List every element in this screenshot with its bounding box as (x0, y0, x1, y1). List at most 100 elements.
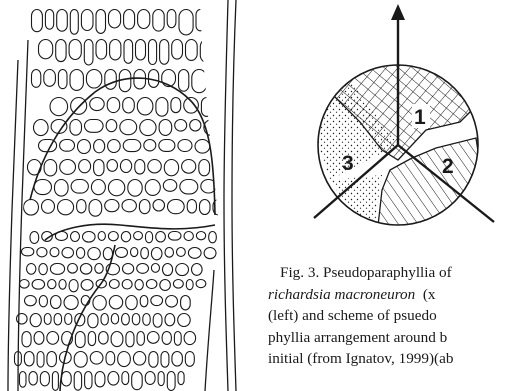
leaf-cell (50, 98, 68, 116)
leaf-cell (116, 248, 128, 258)
leaf-cell (30, 232, 39, 244)
leaf-cell (39, 296, 47, 307)
leaf-cell (79, 160, 91, 173)
leaf-cell (44, 70, 56, 87)
leaf-cell (83, 232, 96, 243)
leaf-cell (156, 98, 168, 117)
leaf-cell (192, 70, 207, 93)
leaf-cell (95, 372, 105, 387)
leaf-cell (48, 280, 56, 289)
leaf-cell (201, 98, 212, 117)
leaf-cell (145, 372, 155, 385)
leaf-cell (181, 296, 191, 310)
leaf-cell (134, 232, 143, 240)
leaf-cell (96, 10, 106, 34)
leaf-cell (176, 264, 189, 276)
leaf-cell (171, 98, 181, 113)
leaf-cell (96, 40, 107, 60)
leaf-cell (140, 120, 156, 136)
leaf-cell (94, 140, 105, 153)
leaf-cell (163, 264, 173, 276)
leaf-cell (145, 180, 160, 196)
leaf-cell (106, 352, 115, 366)
leaf-cell (190, 120, 201, 132)
leaf-cell (153, 314, 162, 328)
leaf-cell (140, 296, 148, 307)
up-arrow-icon (391, 4, 405, 20)
leaf-cell (28, 160, 42, 175)
leaf-cell (182, 160, 196, 174)
leaf-cell (47, 332, 59, 345)
leaf-cell (204, 248, 216, 259)
leaf-cell (187, 200, 196, 214)
leaf-cell (199, 160, 210, 176)
leaf-cell (74, 372, 81, 391)
leaf-cell (22, 332, 31, 347)
leaf-cell (89, 200, 102, 217)
leaf-cell (58, 70, 67, 89)
leaf-cell (105, 200, 119, 212)
leaf-cell (123, 98, 135, 113)
leaf-cell (20, 280, 30, 289)
leaf-cell (22, 248, 34, 256)
leaf-cell (108, 372, 119, 386)
leaf-cell (122, 314, 130, 325)
leaf-cell (213, 140, 224, 156)
leaf-cell (107, 160, 118, 172)
leaf-cell (59, 280, 66, 290)
leaf-cell (148, 160, 162, 173)
leaf-cell (160, 280, 171, 291)
leaf-cell (196, 232, 205, 240)
leaf-cell (108, 232, 118, 241)
leaf-cell (106, 120, 117, 132)
leaf-cell (69, 280, 78, 292)
leaf-cell (75, 332, 85, 348)
leaf-cell (99, 332, 109, 345)
leaf-cell (167, 372, 175, 391)
leaf-cell (50, 264, 64, 275)
leaf-cell (71, 232, 80, 242)
leaf-cell (144, 140, 156, 151)
leaf-cell (90, 352, 103, 365)
leaf-cell (178, 314, 191, 327)
leaf-cell (60, 140, 75, 152)
leaf-cell (173, 280, 183, 289)
leaf-cell (138, 10, 150, 29)
leaf-cell (165, 314, 175, 326)
leaf-cell (126, 332, 134, 347)
leaf-cell (109, 280, 119, 289)
leaf-cell (137, 264, 149, 274)
leaf-cell (146, 232, 153, 243)
leaf-cell (71, 180, 88, 194)
leaf-cell (91, 180, 105, 195)
leaf-cell (124, 10, 135, 30)
sector-1-label: 1 (414, 106, 426, 129)
leaf-cell (159, 140, 175, 152)
leaf-cell (132, 314, 140, 325)
leaf-cell (60, 160, 76, 175)
leaf-cell (118, 352, 131, 367)
caption-line-4: phyllia arrangement around b (268, 327, 506, 349)
leaf-cell (213, 160, 228, 174)
figure-caption: Fig. 3. Pseudoparaphyllia of richardsia … (268, 262, 506, 370)
leaf-cell (88, 314, 98, 328)
leaf-cell (149, 352, 158, 368)
leaf-cell (42, 200, 55, 214)
leaf-cell (34, 120, 49, 136)
leaf-cell (90, 98, 105, 111)
leaf-cell (135, 160, 145, 175)
leaf-cell (151, 248, 162, 260)
leaf-cell (160, 40, 169, 65)
leaf-cell (57, 10, 68, 32)
leaf-cell (30, 314, 41, 327)
leaf-cell (47, 352, 57, 367)
leaf-cell (133, 352, 145, 366)
leaf-cell (172, 352, 183, 367)
leaf-cell (85, 120, 104, 133)
leaf-cell (156, 232, 166, 243)
leaf-cell (151, 296, 163, 306)
leaf-cell (51, 296, 62, 309)
leaf-cell (131, 248, 138, 257)
leaf-cell (56, 40, 66, 62)
leaf-cell (141, 248, 149, 259)
